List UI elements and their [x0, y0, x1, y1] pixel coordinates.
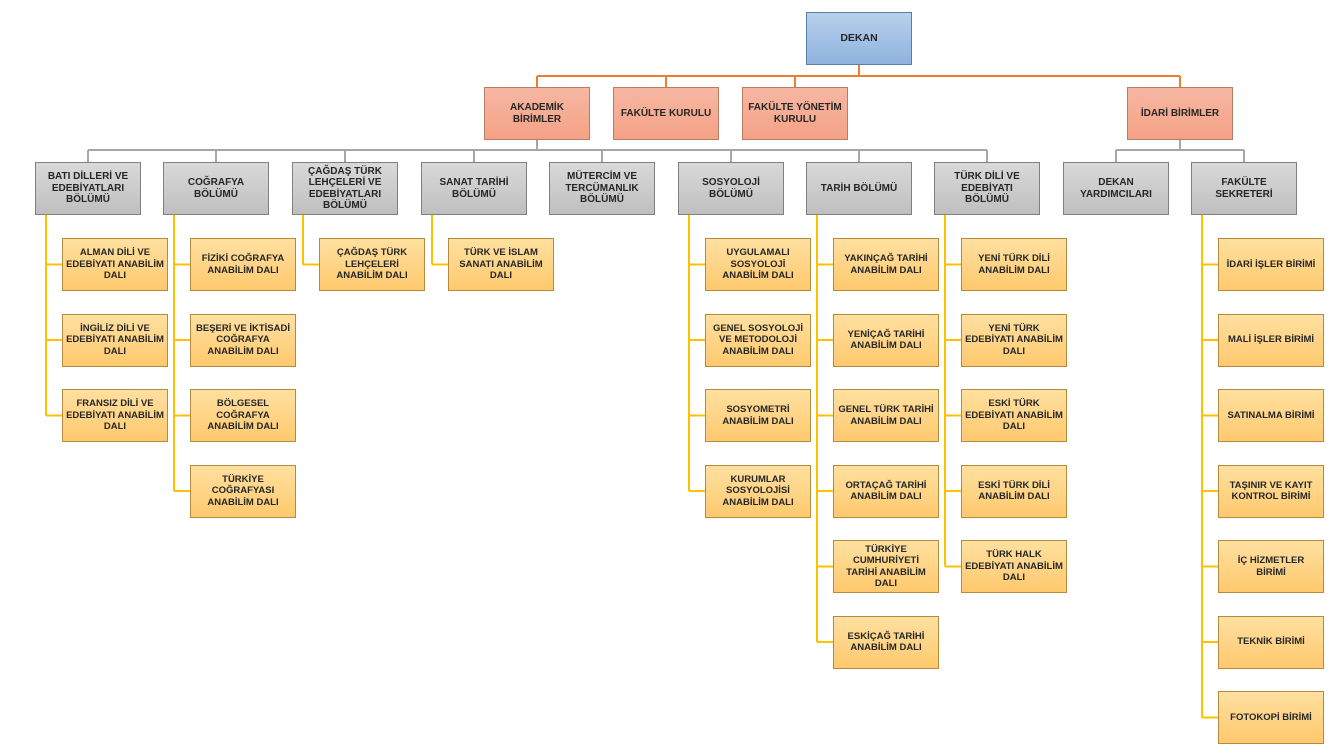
unit-box[interactable]: ÇAĞDAŞ TÜRK LEHÇELERİ ANABİLİM DALI: [319, 238, 425, 291]
department-box[interactable]: ÇAĞDAŞ TÜRK LEHÇELERİ VE EDEBİYATLARI BÖ…: [292, 162, 398, 215]
unit-box[interactable]: UYGULAMALI SOSYOLOJİ ANABİLİM DALI: [705, 238, 811, 291]
unit-box[interactable]: KURUMLAR SOSYOLOJİSİ ANABİLİM DALI: [705, 464, 811, 518]
unit-box[interactable]: ALMAN DİLİ VE EDEBİYATI ANABİLİM DALI: [62, 238, 168, 291]
unit-box[interactable]: BÖLGESEL COĞRAFYA ANABİLİM DALI: [190, 389, 296, 442]
unit-box[interactable]: ORTAÇAĞ TARİHİ ANABİLİM DALI: [833, 464, 939, 518]
department-box[interactable]: COĞRAFYA BÖLÜMÜ: [163, 162, 269, 215]
unit-box[interactable]: TÜRK HALK EDEBİYATI ANABİLİM DALI: [961, 540, 1067, 593]
unit-box[interactable]: ESKİ TÜRK DİLİ ANABİLİM DALI: [961, 464, 1067, 518]
dean-box[interactable]: DEKAN: [806, 12, 912, 65]
unit-box[interactable]: BEŞERİ VE İKTİSADİ COĞRAFYA ANABİLİM DAL…: [190, 313, 296, 367]
unit-box[interactable]: YAKINÇAĞ TARİHİ ANABİLİM DALI: [833, 238, 939, 291]
admin-unit-box[interactable]: TEKNİK BİRİMİ: [1218, 615, 1324, 669]
unit-box[interactable]: YENİ TÜRK EDEBİYATI ANABİLİM DALI: [961, 313, 1067, 367]
admin-unit-box[interactable]: FOTOKOPİ BİRİMİ: [1218, 691, 1324, 744]
administrative-units-box[interactable]: İDARİ BİRİMLER: [1127, 87, 1233, 140]
unit-box[interactable]: GENEL TÜRK TARİHİ ANABİLİM DALI: [833, 389, 939, 442]
admin-unit-box[interactable]: TAŞINIR VE KAYIT KONTROL BİRİMİ: [1218, 464, 1324, 518]
department-box[interactable]: TARİH BÖLÜMÜ: [806, 162, 912, 215]
department-box[interactable]: SANAT TARİHİ BÖLÜMÜ: [421, 162, 527, 215]
unit-box[interactable]: SOSYOMETRİ ANABİLİM DALI: [705, 389, 811, 442]
unit-box[interactable]: TÜRKİYE COĞRAFYASI ANABİLİM DALI: [190, 464, 296, 518]
department-box[interactable]: SOSYOLOJİ BÖLÜMÜ: [678, 162, 784, 215]
unit-box[interactable]: FRANSIZ DİLİ VE EDEBİYATI ANABİLİM DALI: [62, 389, 168, 442]
unit-box[interactable]: YENİ TÜRK DİLİ ANABİLİM DALI: [961, 238, 1067, 291]
unit-box[interactable]: İNGİLİZ DİLİ VE EDEBİYATI ANABİLİM DALI: [62, 313, 168, 367]
unit-box[interactable]: ESKİ TÜRK EDEBİYATI ANABİLİM DALI: [961, 389, 1067, 442]
admin-unit-box[interactable]: MALİ İŞLER BİRİMİ: [1218, 313, 1324, 367]
unit-box[interactable]: ESKİÇAĞ TARİHİ ANABİLİM DALI: [833, 615, 939, 669]
unit-box[interactable]: FİZİKİ COĞRAFYA ANABİLİM DALI: [190, 238, 296, 291]
department-box[interactable]: MÜTERCİM VE TERCÜMANLIK BÖLÜMÜ: [549, 162, 655, 215]
unit-box[interactable]: TÜRKİYE CUMHURİYETİ TARİHİ ANABİLİM DALI: [833, 540, 939, 593]
unit-box[interactable]: GENEL SOSYOLOJİ VE METODOLOJİ ANABİLİM D…: [705, 313, 811, 367]
academic-units-box[interactable]: AKADEMİK BİRİMLER: [484, 87, 590, 140]
unit-box[interactable]: TÜRK VE İSLAM SANATI ANABİLİM DALI: [448, 238, 554, 291]
admin-unit-box[interactable]: SATINALMA BİRİMİ: [1218, 389, 1324, 442]
unit-box[interactable]: YENİÇAĞ TARİHİ ANABİLİM DALI: [833, 313, 939, 367]
admin-box[interactable]: FAKÜLTE SEKRETERİ: [1191, 162, 1297, 215]
admin-box[interactable]: DEKAN YARDIMCILARI: [1063, 162, 1169, 215]
faculty-board-box[interactable]: FAKÜLTE KURULU: [613, 87, 719, 140]
department-box[interactable]: BATI DİLLERİ VE EDEBİYATLARI BÖLÜMÜ: [35, 162, 141, 215]
admin-unit-box[interactable]: İDARİ İŞLER BİRİMİ: [1218, 238, 1324, 291]
faculty-executive-board-box[interactable]: FAKÜLTE YÖNETİM KURULU: [742, 87, 848, 140]
admin-unit-box[interactable]: İÇ HİZMETLER BİRİMİ: [1218, 540, 1324, 593]
department-box[interactable]: TÜRK DİLİ VE EDEBİYATI BÖLÜMÜ: [934, 162, 1040, 215]
